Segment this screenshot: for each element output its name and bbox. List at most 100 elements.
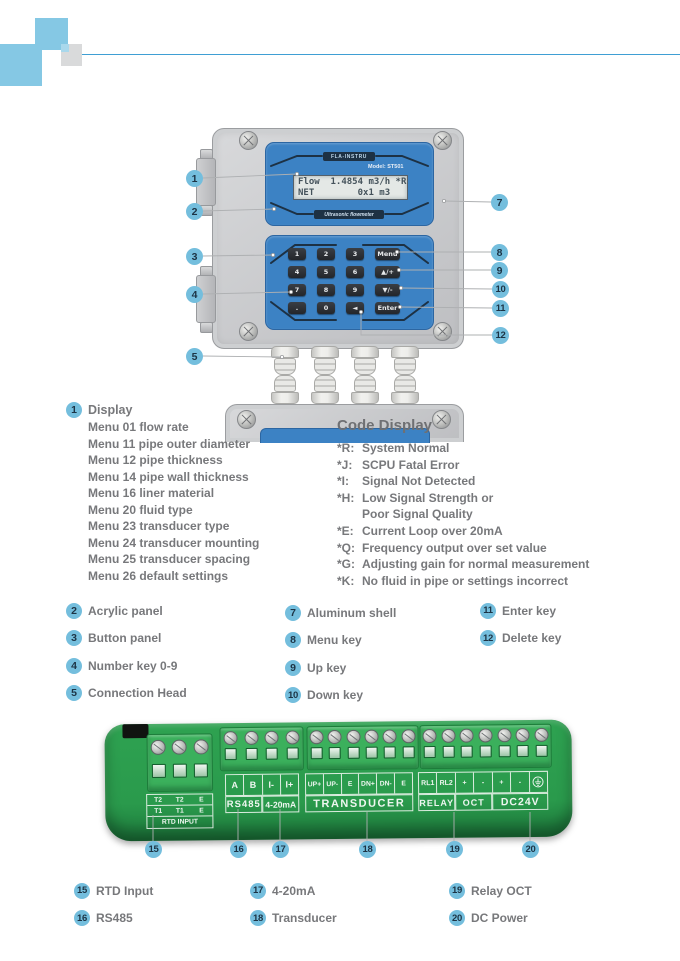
rtd-terminal-block [146,733,214,793]
callout-20: 20 [522,841,539,858]
brand-badge: FLA-INSTRU [323,152,375,161]
menu-item: Menu 01 flow rate [88,420,189,434]
menu-item: Menu 25 transducer spacing [88,552,251,566]
rs485-terminal-block [219,726,304,772]
key-down: ▼/- [375,284,400,296]
cable-gland [271,375,299,404]
menu-item: Menu 20 fluid type [88,502,193,517]
code-item: *K:No fluid in pipe or settings incorrec… [337,573,569,588]
menu-item: Menu 11 pipe outer diameter [88,436,251,451]
screw-icon [239,322,258,341]
screw-icon [239,131,258,150]
decor-square [61,44,69,52]
cable-gland [311,375,339,404]
board-component [122,723,149,739]
key-up: ▲/+ [375,266,400,278]
panel-decoration [270,155,429,215]
screw-icon [433,322,452,341]
display-title: Display [88,403,133,417]
display-section-heading: 1 Display [66,402,132,418]
lcd-display: Flow 1.4854 m3/h *R NET 0x1 m3 [293,175,408,200]
callout-10: 10 [492,281,509,298]
code-item: *Q:Frequency output over set value [337,540,547,555]
menu-item: Menu 12 pipe thickness [88,453,223,467]
menu-list: Menu 01 flow rate Menu 11 pipe outer dia… [88,419,259,584]
callout-1-inline: 1 [66,402,82,418]
model-label: Model: ST501 [368,164,404,170]
code-item: *R:System Normal [337,441,450,455]
callout-7: 7 [491,194,508,211]
cable-gland [271,346,299,375]
code-item: *J:SCPU Fatal Error [337,457,460,472]
second-device-panel [260,428,430,443]
hinge-bolt [200,322,213,333]
lcd-line1: Flow 1.4854 m3/h *R [298,177,407,187]
second-device-partial [225,404,464,443]
dc24v-section-label: DC24V [492,792,549,811]
rs485-section-label: RS485 [225,795,263,814]
earth-ground-icon [528,771,548,793]
key-enter: Enter [375,302,400,314]
code-item: *E:Current Loop over 20mA [337,523,503,538]
keypad: 1 2 3 Menu 4 5 6 ▲/+ 7 8 9 ▼/- . 0 ◄ E [288,248,400,320]
code-item: Poor Signal Quality [362,507,473,522]
code-item: *G:Adjusting gain for normal measurement [337,557,590,572]
transducer-terminal-block [306,725,419,771]
device-caption: Ultrasonic flowmeter [314,210,384,219]
cable-gland [351,375,379,404]
key-3: 3 [346,248,364,260]
key-5: 5 [317,266,335,278]
callout-4: 4 [186,286,203,303]
key-0: 0 [317,302,335,314]
cable-gland [391,346,419,375]
key-1: 1 [288,248,306,260]
callout-1: 1 [186,170,203,187]
code-item: *H:Low Signal Strength or [337,490,494,505]
io-terminal-block [419,723,552,770]
callout-16: 16 [230,841,247,858]
420ma-section-label: 4-20mA [262,795,300,813]
cable-gland [311,346,339,375]
key-6: 6 [346,266,364,278]
menu-item: Menu 16 liner material [88,486,215,500]
callout-15: 15 [145,841,162,858]
lcd-line2: NET 0x1 m3 [298,188,391,198]
code-item: *I:Signal Not Detected [337,474,476,489]
screw-icon [433,131,452,150]
screw-icon [432,410,451,429]
callout-18: 18 [359,841,376,858]
oct-section-label: OCT [455,793,493,811]
callout-11: 11 [492,300,509,317]
key-2: 2 [317,248,335,260]
key-menu: Menu [375,248,400,260]
cable-gland [351,346,379,375]
screw-icon [237,410,256,429]
menu-item: Menu 24 transducer mounting [88,535,260,550]
key-delete: ◄ [346,302,364,314]
key-7: 7 [288,284,306,296]
key-8: 8 [317,284,335,296]
menu-item: Menu 23 transducer type [88,519,230,533]
